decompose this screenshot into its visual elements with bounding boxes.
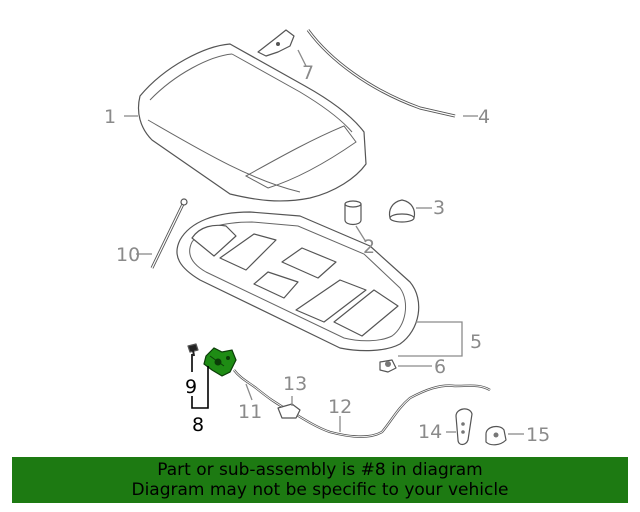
latch-bolt bbox=[187, 343, 199, 357]
callout-7: 7 bbox=[302, 62, 314, 84]
cable-clip bbox=[277, 403, 301, 419]
leader-lines bbox=[124, 49, 524, 435]
release-handle bbox=[455, 408, 473, 446]
callout-6: 6 bbox=[434, 356, 446, 378]
callout-13: 13 bbox=[283, 373, 307, 395]
callout-15: 15 bbox=[526, 424, 550, 446]
callout-14: 14 bbox=[418, 421, 442, 443]
hood-bumper-cap bbox=[388, 199, 416, 223]
callout-numbers: 1 2 3 4 5 6 7 8 9 10 11 12 13 14 15 bbox=[104, 62, 550, 446]
hood-panel bbox=[137, 43, 367, 202]
callout-12: 12 bbox=[328, 396, 352, 418]
callout-1: 1 bbox=[104, 106, 116, 128]
hood-hinge-bracket bbox=[257, 29, 295, 57]
hood-prop-rod bbox=[150, 198, 188, 269]
callout-5: 5 bbox=[470, 331, 482, 353]
callout-11: 11 bbox=[238, 401, 262, 423]
insulator-clip bbox=[379, 359, 397, 373]
hood-release-cable bbox=[233, 369, 491, 438]
callout-8: 8 bbox=[192, 414, 204, 436]
hood-bumper bbox=[344, 200, 362, 226]
callout-9: 9 bbox=[185, 376, 197, 398]
hood-insulator bbox=[176, 211, 420, 352]
diagram-notice-banner: Part or sub-assembly is #8 in diagram Di… bbox=[12, 457, 628, 503]
banner-line-part: Part or sub-assembly is #8 in diagram bbox=[157, 460, 483, 480]
hood-weatherstrip bbox=[306, 29, 456, 118]
callout-2: 2 bbox=[363, 236, 375, 258]
callout-3: 3 bbox=[433, 197, 445, 219]
banner-line-disclaimer: Diagram may not be specific to your vehi… bbox=[131, 480, 509, 500]
hood-latch bbox=[203, 347, 237, 377]
callout-4: 4 bbox=[478, 106, 490, 128]
handle-bracket bbox=[485, 425, 507, 446]
callout-10: 10 bbox=[116, 244, 140, 266]
